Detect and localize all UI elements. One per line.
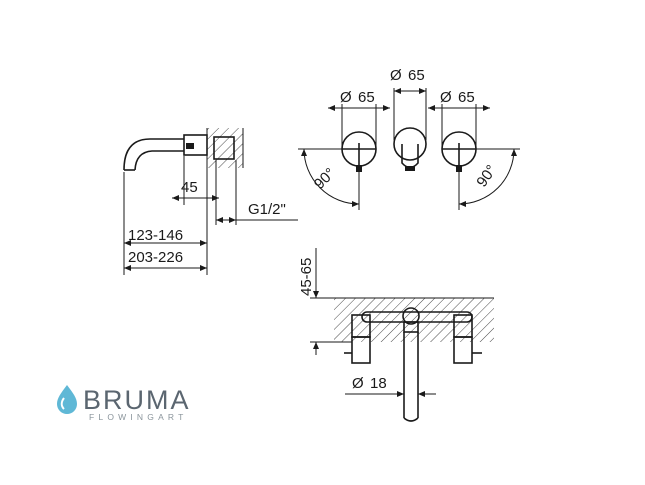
front-view: Ø 65 Ø 65 Ø 65 90° 90° (298, 67, 520, 210)
dim-spout-dia: 18 (370, 375, 387, 392)
dim-left-dia: 65 (358, 89, 375, 106)
dim-45: 45 (181, 179, 198, 196)
dim-right-dia-symbol: Ø (440, 89, 452, 106)
dim-right-dia: 65 (458, 89, 475, 106)
dim-length-2: 203-226 (128, 249, 183, 266)
brand-name: BRUMA (83, 385, 191, 415)
side-view: 45 G1/2" 123-146 203-226 (123, 128, 298, 275)
dim-depth: 45-65 (298, 258, 315, 296)
dim-right-angle: 90° (473, 162, 500, 190)
dim-center-dia: 65 (408, 67, 425, 84)
dim-length-1: 123-146 (128, 227, 183, 244)
dim-left-angle: 90° (311, 165, 339, 193)
water-drop-icon (57, 385, 77, 414)
dim-center-dia-symbol: Ø (390, 67, 402, 84)
brand-tagline: FLOWINGART (89, 412, 188, 422)
bottom-view: 45-65 Ø 18 (298, 248, 494, 422)
dim-spout-dia-symbol: Ø (352, 375, 364, 392)
dim-left-dia-symbol: Ø (340, 89, 352, 106)
brand-logo: BRUMA FLOWINGART (57, 385, 191, 422)
dim-thread: G1/2" (248, 201, 286, 218)
